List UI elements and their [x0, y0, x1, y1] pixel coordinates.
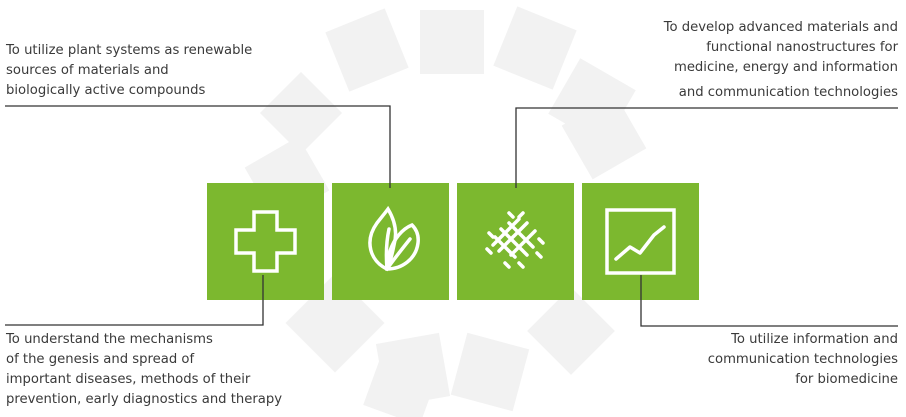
chart-screen-icon [605, 208, 676, 275]
goal-advanced-materials: To develop advanced materials and functi… [664, 18, 898, 103]
label-line: To utilize information and [731, 332, 898, 347]
label-line: sources of materials and [6, 63, 169, 78]
deco-diamond [493, 6, 577, 90]
leaves-tile [332, 183, 449, 300]
goal-diseases-mechanisms: To understand the mechanisms of the gene… [6, 330, 282, 410]
label-line: communication technologies [707, 352, 898, 367]
label-line: functional nanostructures for [706, 40, 898, 55]
label-line: biologically active compounds [6, 83, 206, 98]
medical-cross-icon [234, 210, 297, 273]
label-line: prevention, early diagnostics and therap… [6, 392, 283, 407]
label-line: medicine, energy and information [673, 60, 898, 75]
chart-screen-tile [582, 183, 699, 300]
deco-diamond [363, 346, 441, 417]
leaves-icon [368, 205, 420, 272]
nanostructure-tile [457, 183, 574, 300]
label-line: for biomedicine [795, 372, 898, 387]
deco-diamond [420, 10, 484, 74]
deco-diamond [527, 287, 615, 375]
label-line: of the genesis and spread of [6, 352, 195, 367]
label-line: important diseases, methods of their [6, 372, 251, 387]
label-line: To develop advanced materials and [663, 20, 898, 35]
nanostructure-icon [485, 211, 545, 269]
label-line: To utilize plant systems as renewable [6, 43, 253, 58]
deco-diamond [450, 332, 530, 412]
label-line: To understand the mechanisms [6, 332, 213, 347]
label-line: and communication technologies [678, 85, 898, 100]
goal-ict-biomedicine: To utilize information and communication… [708, 330, 898, 390]
deco-diamond [325, 8, 409, 92]
goal-plant-systems: To utilize plant systems as renewable so… [6, 41, 252, 101]
medical-cross-tile [207, 183, 324, 300]
